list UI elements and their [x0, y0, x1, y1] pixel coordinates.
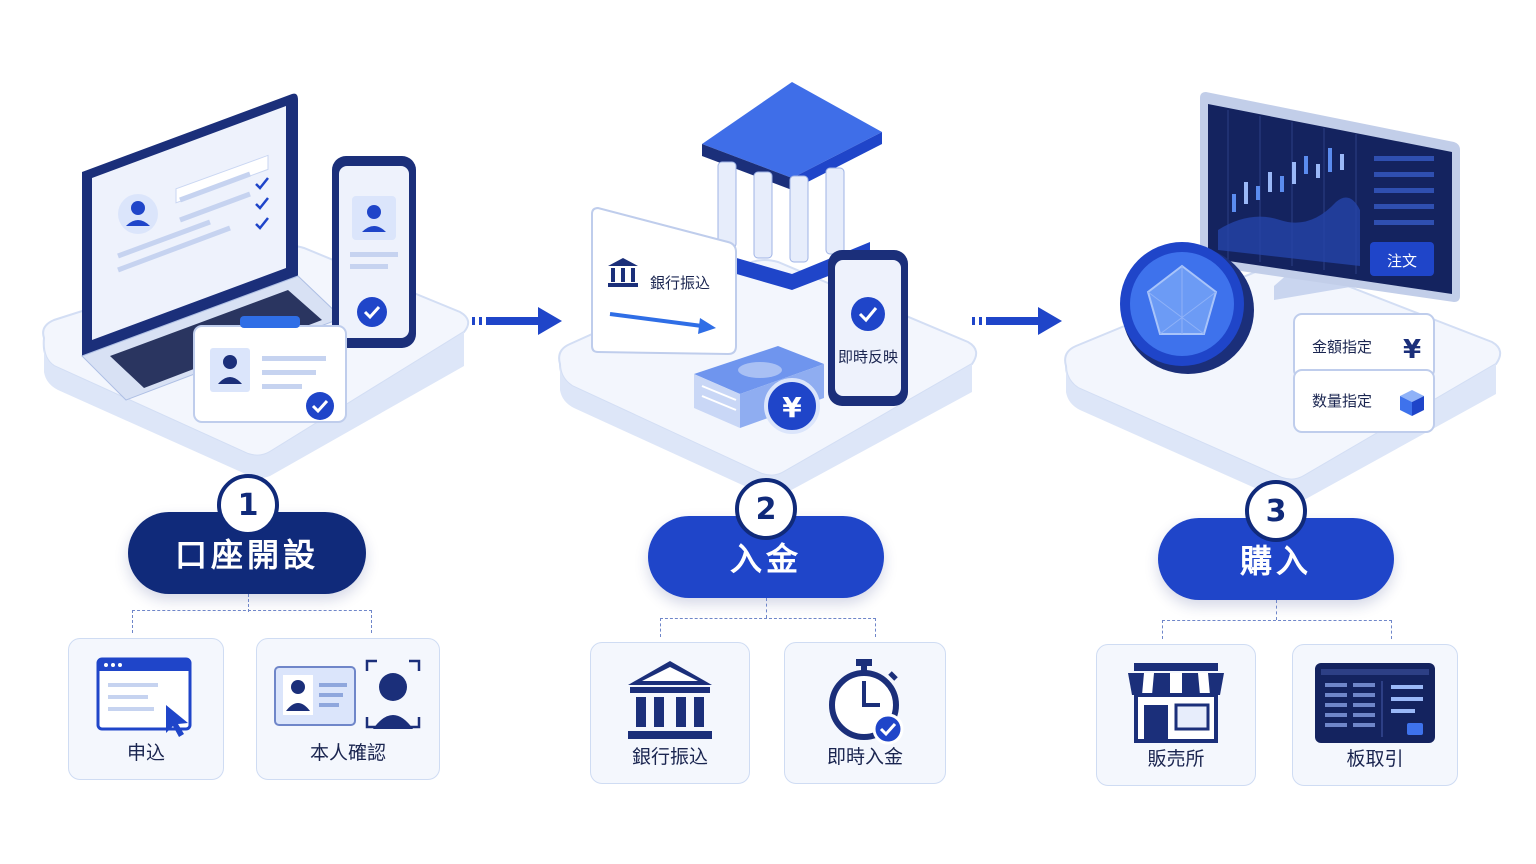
substep-label: 本人確認	[309, 742, 386, 764]
browser-window-icon	[96, 657, 192, 737]
order-button	[1370, 242, 1434, 276]
stopwatch-check-icon	[829, 659, 904, 745]
candlestick-chart	[1232, 148, 1344, 212]
trading-monitor-icon: 注文	[1200, 92, 1460, 302]
substep-label: 板取引	[1346, 748, 1404, 770]
step-2-title: 入金	[648, 516, 884, 598]
substep-label: 販売所	[1147, 748, 1205, 770]
id-face-scan-icon	[274, 659, 421, 729]
order-book-icon	[1315, 663, 1435, 743]
phone-icon: 即時反映	[828, 250, 908, 406]
connector-1	[132, 610, 372, 633]
connector-3	[1162, 620, 1392, 639]
bank-transfer-label: 銀行振込	[650, 274, 710, 292]
crypto-coin-icon	[1120, 242, 1254, 374]
instant-reflect-label: 即時反映	[838, 348, 898, 366]
substep-exchange-shop: 販売所	[1096, 644, 1256, 786]
cursor-icon	[166, 705, 188, 737]
quantity-spec-card: 数量指定	[1293, 369, 1435, 433]
step-3-illustration: 注文 金額指定 ¥ 数量指定	[1064, 92, 1502, 500]
bank-building-icon	[702, 82, 882, 290]
cash-stack-icon	[694, 346, 824, 428]
svg-text:数量指定: 数量指定	[1312, 392, 1372, 410]
yen-coin-icon: ¥	[764, 378, 820, 434]
substep-apply: 申込	[68, 638, 224, 780]
svg-text:金額指定: 金額指定	[1312, 338, 1372, 356]
amount-spec-card: 金額指定 ¥	[1293, 313, 1435, 379]
cube-icon	[1400, 390, 1424, 416]
step-2-illustration: 銀行振込 ¥ 即時反映	[558, 82, 978, 494]
yen-icon: ¥	[1403, 335, 1421, 365]
substep-identity-verification: 本人確認	[256, 638, 440, 780]
substep-order-book-trading: 板取引	[1292, 644, 1458, 786]
step-3-number: 3	[1245, 480, 1307, 542]
bank-icon	[628, 661, 712, 739]
storefront-icon	[1128, 663, 1224, 743]
substep-bank-transfer: 銀行振込	[590, 642, 750, 784]
step-2-number: 2	[735, 478, 797, 540]
substep-instant-deposit: 即時入金	[784, 642, 946, 784]
substep-label: 申込	[126, 742, 165, 764]
step-1-number: 1	[217, 474, 279, 536]
bank-icon	[608, 258, 638, 287]
id-card-icon	[193, 316, 347, 423]
phone-icon	[332, 156, 416, 348]
flow-arrow-1	[472, 307, 562, 335]
flow-arrow-2	[972, 307, 1062, 335]
substep-label: 即時入金	[826, 746, 903, 768]
connector-2	[660, 618, 876, 637]
svg-text:注文: 注文	[1387, 252, 1417, 270]
bank-transfer-card: 銀行振込	[591, 206, 737, 356]
step-1-illustration	[42, 93, 470, 478]
substep-label: 銀行振込	[631, 746, 708, 768]
connector-1-stem	[248, 594, 249, 612]
connector-3-stem	[1276, 600, 1277, 620]
connector-2-stem	[766, 598, 767, 618]
svg-text:¥: ¥	[782, 391, 802, 424]
